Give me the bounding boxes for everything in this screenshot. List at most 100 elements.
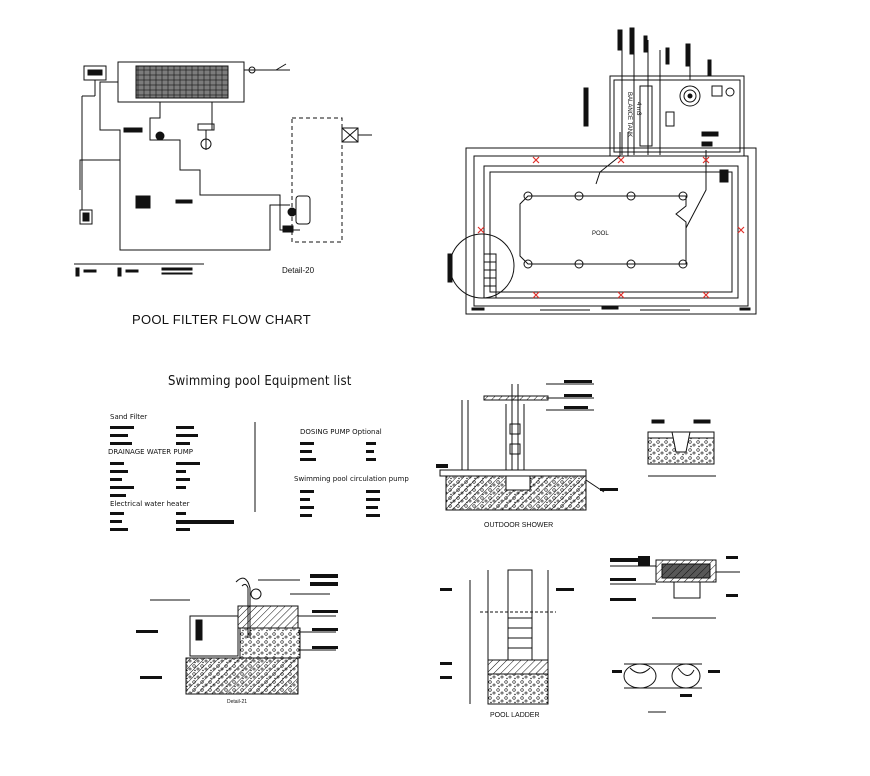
red-marker-2: [617, 156, 625, 164]
skimmer-tag-1: [610, 558, 638, 562]
redacted-18: [110, 528, 128, 531]
sand-filter-vessel: [295, 195, 311, 225]
shower-head: [483, 395, 549, 401]
legend-text-3: [161, 267, 193, 271]
redacted-33: [366, 498, 380, 501]
valve-icon: [155, 131, 165, 141]
equipment-item-sand-filter: Sand Filter: [110, 413, 148, 421]
lamp-2: [574, 191, 584, 201]
riser-tag-5: [685, 43, 691, 67]
skimmer-tag-3: [610, 598, 636, 601]
drain-channel: [671, 431, 691, 453]
redacted-5: [176, 434, 198, 437]
redacted-15: [176, 486, 186, 489]
nozzle-tags: [612, 670, 720, 697]
floor-gravel: [185, 657, 299, 695]
drain-pipe: [79, 159, 120, 190]
shower-tag-1: [564, 380, 592, 383]
ladder-frame: [507, 569, 533, 661]
redacted-25: [366, 442, 376, 445]
skimmer-tag-6: [726, 594, 738, 597]
redacted-3: [110, 442, 132, 445]
redacted-22: [300, 442, 314, 445]
riser-tag-2: [629, 27, 635, 55]
plant-tag: [719, 169, 729, 183]
coping-hatch: [237, 605, 299, 629]
shower-valve-2: [509, 443, 521, 455]
ladder-tag-1: [440, 588, 452, 591]
pool-edge: [483, 165, 739, 299]
ladder-tag-4: [556, 588, 574, 591]
d21-tag-4: [312, 628, 338, 631]
redacted-30: [300, 506, 314, 509]
nozzle-body-2: [671, 663, 701, 689]
drain-tag: [601, 305, 619, 310]
inlet-pipe-2: [685, 150, 707, 229]
redacted-26: [366, 450, 374, 453]
skimmer-tags: [610, 556, 738, 601]
control-display: [87, 69, 103, 76]
shower-tag-2: [564, 394, 592, 397]
redacted-13: [176, 470, 186, 473]
redacted-8: [110, 470, 128, 473]
filter-base: [282, 225, 294, 233]
detail-21-tags: [136, 574, 338, 679]
shower-tag-4: [600, 488, 618, 491]
redacted-17: [110, 520, 122, 523]
lamp-3: [626, 191, 636, 201]
redacted-12: [176, 462, 200, 465]
red-marker-3: [702, 156, 710, 164]
handrail-inner: [241, 583, 249, 638]
wall-gravel: [239, 627, 301, 659]
detail-21-caption: Detail-21: [227, 699, 248, 705]
vent-tip: [275, 63, 287, 71]
lamp-6: [574, 259, 584, 269]
pool-wall: [189, 615, 239, 657]
hx-cross-2: [341, 127, 359, 143]
redacted-14: [176, 478, 190, 481]
redacted-7: [110, 462, 124, 465]
lamp-8: [678, 259, 688, 269]
balance-tank-label: BALANCE TANK: [626, 92, 632, 138]
flow-chart-title: POOL FILTER FLOW CHART: [132, 312, 311, 327]
gauge-icon: [725, 87, 735, 97]
redacted-6: [176, 442, 190, 445]
redacted-11: [110, 494, 126, 497]
nozzle-curve-1: [629, 667, 651, 674]
inlet-markers: [477, 156, 745, 299]
air-valve-icon: [248, 66, 256, 74]
pool-label: POOL: [592, 231, 609, 237]
detail-20-caption: Detail-20: [282, 266, 315, 275]
red-marker-6: [702, 291, 710, 299]
redacted-23: [300, 450, 312, 453]
lamp-1: [523, 191, 533, 201]
nozzle-tag-2: [708, 670, 720, 673]
skimmer-tag-2: [610, 578, 636, 581]
corner-tag-br: [739, 307, 751, 311]
redacted-21: [176, 528, 190, 531]
redacted-28: [300, 490, 314, 493]
valve-block: [197, 123, 215, 131]
lamp-5: [523, 259, 533, 269]
pool-plan: [447, 27, 757, 315]
nozzle-curve-2: [677, 667, 695, 676]
shower-tag-5: [436, 464, 448, 468]
red-marker-1: [532, 156, 540, 164]
legend-mark-2: [117, 267, 122, 277]
skimmer-body: [661, 563, 711, 579]
redacted-29: [300, 498, 310, 501]
redacted-4: [176, 426, 194, 429]
balance-tank-room-inner: [613, 79, 741, 153]
nozzle-tag-3: [680, 694, 692, 697]
lamp-4: [678, 191, 688, 201]
drain-detail: [647, 419, 716, 477]
steps-detail-circle: [449, 233, 515, 299]
redacted-9: [110, 478, 122, 481]
lamp-7: [626, 259, 636, 269]
ladder-base: [487, 673, 549, 705]
pool-deck-outer: [465, 147, 757, 315]
label-block-1: [123, 127, 143, 133]
d21-tag-7: [140, 676, 162, 679]
pool-ladder-caption: POOL LADDER: [490, 712, 540, 719]
inlet-tag: [701, 141, 713, 147]
